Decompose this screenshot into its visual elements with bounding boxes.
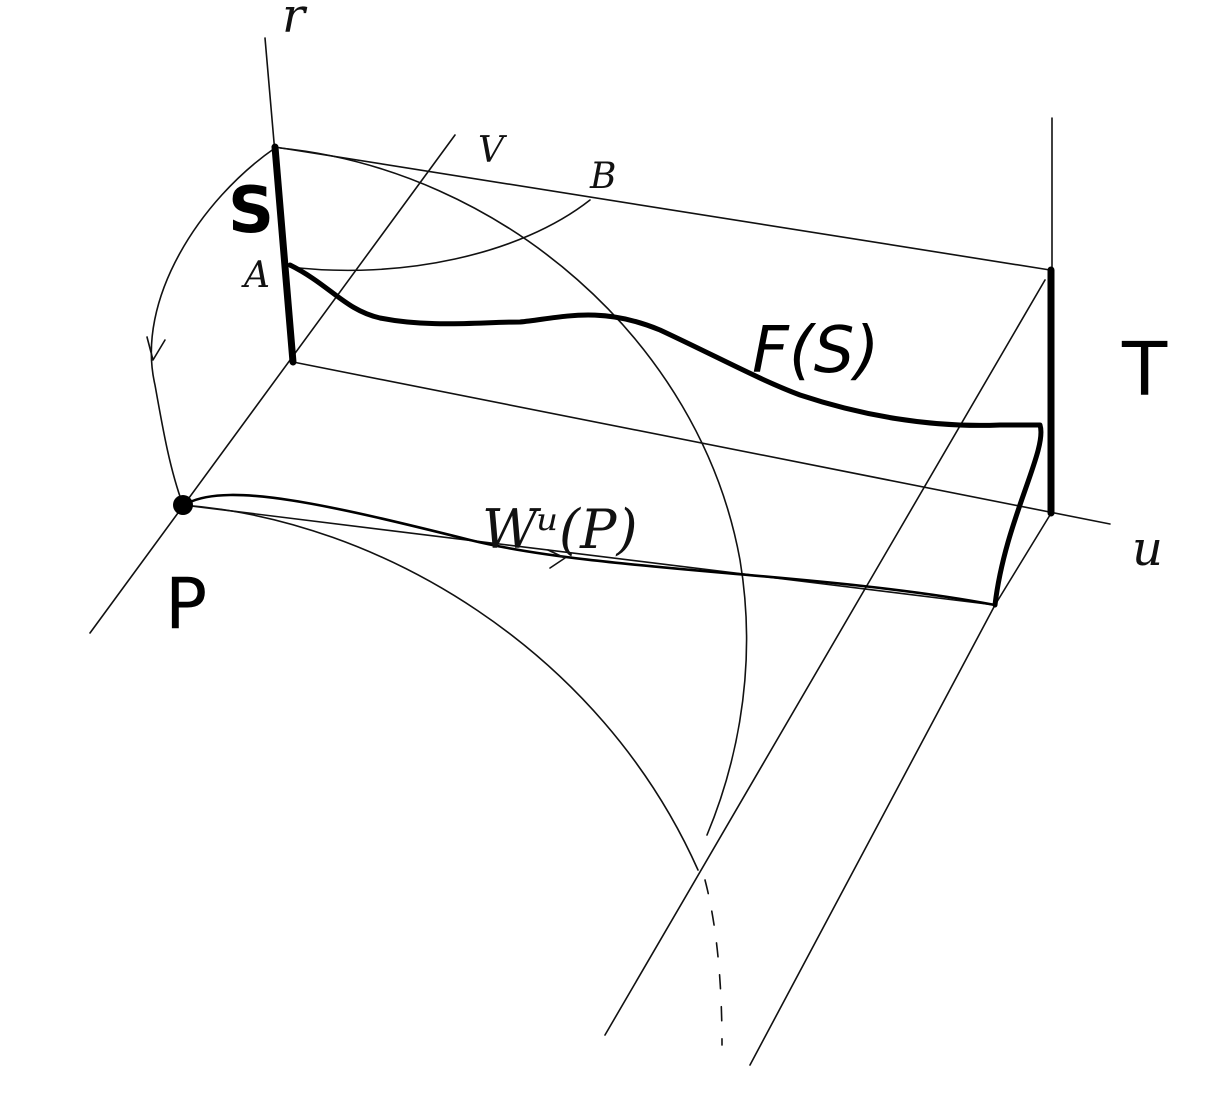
right-depth-edge bbox=[994, 514, 1051, 606]
label-t: T bbox=[1121, 327, 1168, 413]
v-axis bbox=[89, 134, 456, 634]
label-p: P bbox=[165, 563, 207, 645]
label-b: B bbox=[589, 156, 616, 197]
label-s: S bbox=[228, 174, 274, 248]
arcs bbox=[146, 147, 748, 1046]
image-curve-fs bbox=[287, 262, 1044, 608]
arc-a-to-b bbox=[289, 199, 591, 272]
arrow-on-arc bbox=[146, 336, 166, 361]
big-arc-from-top bbox=[279, 147, 748, 836]
label-a: A bbox=[241, 255, 270, 296]
manifold-arrow bbox=[547, 549, 566, 569]
long-diagonal-upper bbox=[604, 279, 1046, 1036]
unstable-manifold-group bbox=[186, 493, 997, 607]
big-arc-from-p bbox=[182, 504, 699, 871]
segment-s bbox=[271, 143, 297, 366]
label-fs: F(S) bbox=[752, 314, 879, 388]
front-bottom-edge bbox=[182, 504, 996, 606]
unstable-manifold-curve bbox=[186, 493, 997, 607]
label-u: u bbox=[1132, 521, 1163, 577]
label-v: V bbox=[478, 130, 508, 171]
long-diagonal-lower bbox=[749, 604, 996, 1066]
top-edge bbox=[274, 146, 1051, 271]
label-wup: Wᵘ(P) bbox=[482, 498, 638, 561]
dashed-continuation bbox=[704, 879, 723, 1046]
fixed-point-p bbox=[173, 495, 193, 515]
label-r: r bbox=[282, 0, 308, 44]
